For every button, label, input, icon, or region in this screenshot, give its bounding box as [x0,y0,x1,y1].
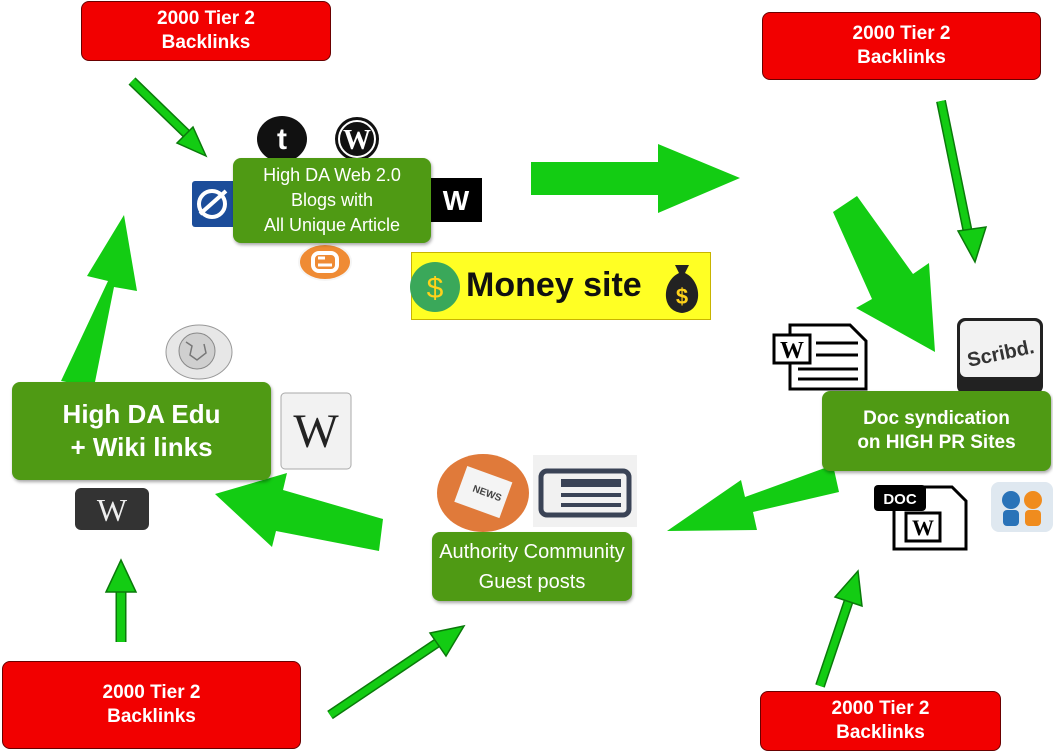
doc-line1: Doc syndication [863,408,1010,429]
tier2-bottom-left-line2: Backlinks [107,706,196,727]
arrow-edu-to-web20 [61,215,137,387]
small-arrow-top-left [128,77,208,158]
edu-line1: High DA Edu [62,399,221,429]
slideshare-icon [991,482,1053,537]
guest-line2: Guest posts [478,570,586,593]
edu-line2: + Wiki links [70,432,213,462]
node-edu-wiki: High DA Edu + Wiki links [12,382,271,480]
svg-text:DOC: DOC [883,491,917,508]
web20-line3: All Unique Article [263,215,401,235]
tumblr-icon: t [257,116,307,167]
small-arrow-top-right [936,99,988,264]
blog-network-icon [192,181,236,232]
svg-text:W: W [97,492,128,528]
small-arrow-bottom-center [327,624,466,720]
small-arrow-bottom-left [104,558,138,642]
tier2-bottom-right-line1: 2000 Tier 2 [831,698,930,719]
money-bag-icon: $ [665,265,699,313]
newspaper-icon [533,455,637,532]
word-doc-icon: W [772,323,868,396]
doc-line2: on HIGH PR Sites [857,432,1016,453]
weebly-icon: W [431,178,482,227]
svg-text:$: $ [676,284,688,309]
node-doc-syndication: Doc syndication on HIGH PR Sites [822,391,1051,471]
wiki-dark-icon: W [75,488,149,535]
arrow-doc-to-guest [667,465,839,531]
money-site-banner: $ Money site $ [410,252,711,320]
dollar-circle-icon: $ [410,262,460,312]
svg-text:W: W [912,515,934,540]
node-guest-posts: Authority Community Guest posts [432,532,632,601]
arrow-web20-to-doc [531,144,740,213]
arrow-guest-to-edu [215,473,383,551]
doc-file-icon: DOC W [872,483,968,556]
tier2-bottom-right-line2: Backlinks [836,722,925,743]
web20-line1: High DA Web 2.0 [263,165,401,185]
svg-text:t: t [277,123,287,156]
svg-text:W: W [343,125,371,156]
tier2-box-top-left: 2000 Tier 2 Backlinks [81,1,331,61]
money-site-label: Money site [466,266,642,304]
tier2-top-left-line1: 2000 Tier 2 [157,8,255,29]
tier2-box-bottom-right: 2000 Tier 2 Backlinks [760,691,1001,751]
wikipedia-icon: W [280,392,352,475]
tier2-top-right-line1: 2000 Tier 2 [852,23,951,44]
scribd-icon: Scribd. [957,318,1043,399]
svg-text:W: W [293,405,339,458]
svg-text:W: W [780,338,804,364]
arrow-to-doc-syndication [833,196,935,352]
tier2-box-top-right: 2000 Tier 2 Backlinks [762,12,1041,80]
wordpress-icon: W [334,116,380,167]
tier2-top-left-line2: Backlinks [161,32,251,53]
node-web20-blogs: High DA Web 2.0 Blogs with All Unique Ar… [233,158,431,243]
wikipedia-globe-icon [164,322,234,385]
tier2-top-right-line2: Backlinks [857,47,946,68]
tier2-box-bottom-left: 2000 Tier 2 Backlinks [2,661,301,749]
guest-line1: Authority Community [439,540,625,563]
svg-text:W: W [443,185,470,216]
news-icon: NEWS [437,453,529,538]
blogger-icon [297,242,353,287]
tier2-bottom-left-line1: 2000 Tier 2 [102,682,201,703]
small-arrow-bottom-right [815,569,863,688]
svg-text:$: $ [427,272,444,305]
web20-line2: Blogs with [290,190,374,210]
